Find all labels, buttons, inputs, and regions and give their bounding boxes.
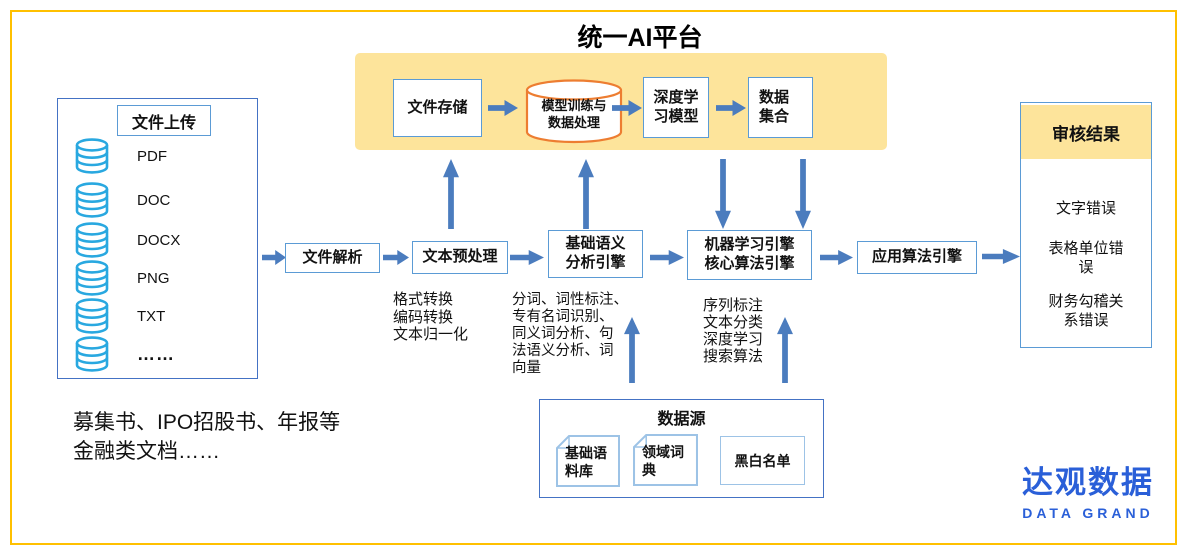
unified-ai-platform-title: 统一AI平台 xyxy=(577,24,703,52)
applied-engine-box: 应用算法引擎 xyxy=(857,241,977,274)
file-type-label: …… xyxy=(137,343,175,364)
database-icon xyxy=(75,298,109,334)
file-upload-title: 文件上传 xyxy=(117,105,211,136)
blacklist-box: 黑白名单 xyxy=(720,436,805,485)
folded-note-icon xyxy=(633,434,698,486)
upload-caption: 募集书、IPO招股书、年报等 金融类文档…… xyxy=(73,411,341,464)
file-type-label: TXT xyxy=(137,307,166,325)
model-training-cylinder: 模型训练与 数据处理 xyxy=(525,79,623,144)
corpus-note: 基础语 料库 xyxy=(556,435,620,487)
database-icon xyxy=(75,260,109,296)
file-parse-box: 文件解析 xyxy=(285,243,380,273)
datagrand-logo: 达观数据 DATA GRAND xyxy=(1012,457,1164,521)
domain-dict-note: 领域词 典 xyxy=(633,434,698,486)
datasource-title: 数据源 xyxy=(657,411,706,428)
logo-cn-text: 达观数据 xyxy=(1022,465,1154,500)
logo-en-text: DATA GRAND xyxy=(1022,505,1154,521)
domain-dict-label: 领域词 典 xyxy=(642,444,684,479)
audit-result-item: 表格单位错 误 xyxy=(1048,240,1124,276)
file-type-label: DOCX xyxy=(137,231,181,249)
ml-engine-box: 机器学习引擎 核心算法引擎 xyxy=(687,230,812,280)
audit-result-header: 审核结果 xyxy=(1021,105,1151,159)
file-type-item: PDF xyxy=(75,138,245,174)
file-type-item: PNG xyxy=(75,260,245,296)
audit-result-item: 财务勾稽关 系错误 xyxy=(1048,293,1124,329)
file-storage-box: 文件存储 xyxy=(393,79,482,137)
corpus-label: 基础语 料库 xyxy=(565,445,607,480)
page-frame xyxy=(10,10,1177,545)
database-icon xyxy=(75,222,109,258)
file-type-label: PDF xyxy=(137,147,167,165)
database-icon xyxy=(75,138,109,174)
preprocess-notes: 格式转换 编码转换 文本归一化 xyxy=(393,291,469,343)
database-icon xyxy=(75,182,109,218)
folded-note-icon xyxy=(556,435,620,487)
file-type-item: …… xyxy=(75,336,245,372)
file-type-item: TXT xyxy=(75,298,245,334)
ml-notes: 序列标注 文本分类 深度学习 搜索算法 xyxy=(703,297,764,365)
deep-learning-model-box: 深度学 习模型 xyxy=(643,77,709,138)
audit-result-panel: 审核结果 文字错误 表格单位错 误 财务勾稽关 系错误 xyxy=(1020,102,1152,348)
model-training-label: 模型训练与 数据处理 xyxy=(541,98,607,130)
file-type-item: DOC xyxy=(75,182,245,218)
semantic-engine-box: 基础语义 分析引擎 xyxy=(548,230,643,278)
text-preprocess-box: 文本预处理 xyxy=(412,241,508,274)
file-type-label: PNG xyxy=(137,269,170,287)
data-collection-box: 数据 集合 xyxy=(748,77,813,138)
semantic-notes: 分词、词性标注、 专有名词识别、 同义词分析、句 法语义分析、词 向量 xyxy=(512,292,628,376)
file-type-item: DOCX xyxy=(75,222,245,258)
file-type-label: DOC xyxy=(137,191,171,209)
audit-result-item: 文字错误 xyxy=(1055,200,1116,217)
cylinder-icon xyxy=(525,79,623,144)
database-icon xyxy=(75,336,109,372)
